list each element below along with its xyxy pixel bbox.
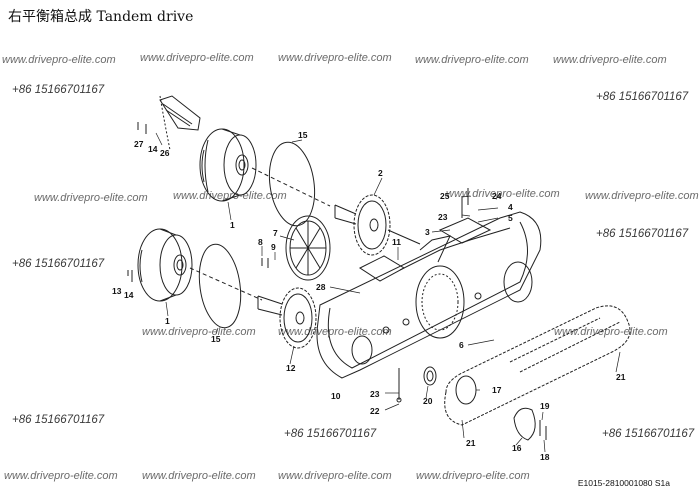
label-28: 28 — [316, 282, 326, 292]
upper-hub-assembly — [159, 95, 331, 207]
tandem-housing-10 — [316, 211, 542, 379]
drawing-code: E1015-2810001080 S1a — [577, 478, 670, 488]
label-23-upper: 23 — [438, 212, 448, 222]
label-17: 17 — [492, 385, 502, 395]
watermark-site: www.drivepro-elite.com — [278, 326, 392, 338]
label-8: 8 — [258, 237, 263, 247]
plate-3 — [438, 217, 492, 244]
seal-ring-15-upper — [268, 141, 316, 227]
watermark-phone: +86 15166701167 — [602, 428, 695, 440]
watermark-site: www.drivepro-elite.com — [416, 470, 530, 482]
watermark-site: www.drivepro-elite.com — [4, 470, 118, 482]
watermark-phone: +86 15166701167 — [284, 428, 377, 440]
label-14-upper: 14 — [148, 144, 158, 154]
label-18: 18 — [540, 452, 550, 462]
label-21-lower: 21 — [466, 438, 476, 448]
watermark-phone: +86 15166701167 — [12, 84, 105, 96]
label-20: 20 — [423, 396, 433, 406]
watermark-site: www.drivepro-elite.com — [446, 188, 560, 200]
watermark-site: www.drivepro-elite.com — [554, 326, 668, 338]
label-6: 6 — [459, 340, 464, 350]
label-14-lower: 14 — [124, 290, 134, 300]
part-17 — [455, 375, 477, 405]
label-21-right: 21 — [616, 372, 626, 382]
watermark-site: www.drivepro-elite.com — [415, 54, 529, 66]
label-3: 3 — [425, 227, 430, 237]
label-5: 5 — [508, 213, 513, 223]
bearing-20 — [423, 366, 437, 386]
label-19: 19 — [540, 401, 550, 411]
label-7: 7 — [273, 228, 278, 238]
chain-26 — [159, 95, 171, 151]
chain-21 — [444, 305, 631, 426]
label-25: 25 — [440, 191, 450, 201]
page-title: 右平衡箱总成 Tandem drive — [8, 9, 194, 25]
watermark-site: www.drivepro-elite.com — [2, 54, 116, 66]
sprocket-12 — [257, 287, 317, 349]
watermark-site: www.drivepro-elite.com — [585, 190, 699, 202]
watermark-site: www.drivepro-elite.com — [553, 54, 667, 66]
lower-hub-assembly — [137, 228, 263, 302]
sprocket-2 — [334, 194, 421, 256]
label-2: 2 — [378, 168, 383, 178]
cover-plate-7 — [285, 215, 331, 281]
watermark-phone: +86 15166701167 — [596, 228, 689, 240]
part-16 — [513, 407, 536, 441]
seal-ring-15-lower — [198, 243, 242, 329]
watermark-phone: +86 15166701167 — [596, 91, 689, 103]
label-26: 26 — [160, 148, 170, 158]
label-15-lower: 15 — [211, 334, 221, 344]
watermark-site: www.drivepro-elite.com — [278, 52, 392, 64]
label-27: 27 — [134, 139, 144, 149]
plate-11 — [358, 255, 406, 282]
watermark-site: www.drivepro-elite.com — [142, 326, 256, 338]
label-10: 10 — [331, 391, 341, 401]
label-1-upper: 1 — [230, 220, 235, 230]
label-24: 24 — [492, 191, 502, 201]
watermark-site: www.drivepro-elite.com — [34, 192, 148, 204]
label-4: 4 — [508, 202, 513, 212]
watermark-site: www.drivepro-elite.com — [142, 470, 256, 482]
part-labels: 1 1 2 3 4 5 6 7 8 9 10 11 12 13 14 14 15… — [112, 130, 626, 462]
watermark-site: www.drivepro-elite.com — [140, 52, 254, 64]
label-9: 9 — [271, 242, 276, 252]
label-16: 16 — [512, 443, 522, 453]
watermark-site: www.drivepro-elite.com — [173, 190, 287, 202]
label-22: 22 — [370, 406, 380, 416]
watermark-site: www.drivepro-elite.com — [278, 470, 392, 482]
label-11: 11 — [392, 237, 401, 247]
label-23-lower: 23 — [370, 389, 380, 399]
label-1-lower: 1 — [165, 316, 170, 326]
label-13: 13 — [112, 286, 122, 296]
watermark-phone: +86 15166701167 — [12, 258, 105, 270]
label-15-upper: 15 — [298, 130, 308, 140]
label-12: 12 — [286, 363, 296, 373]
watermark-phone: +86 15166701167 — [12, 414, 105, 426]
